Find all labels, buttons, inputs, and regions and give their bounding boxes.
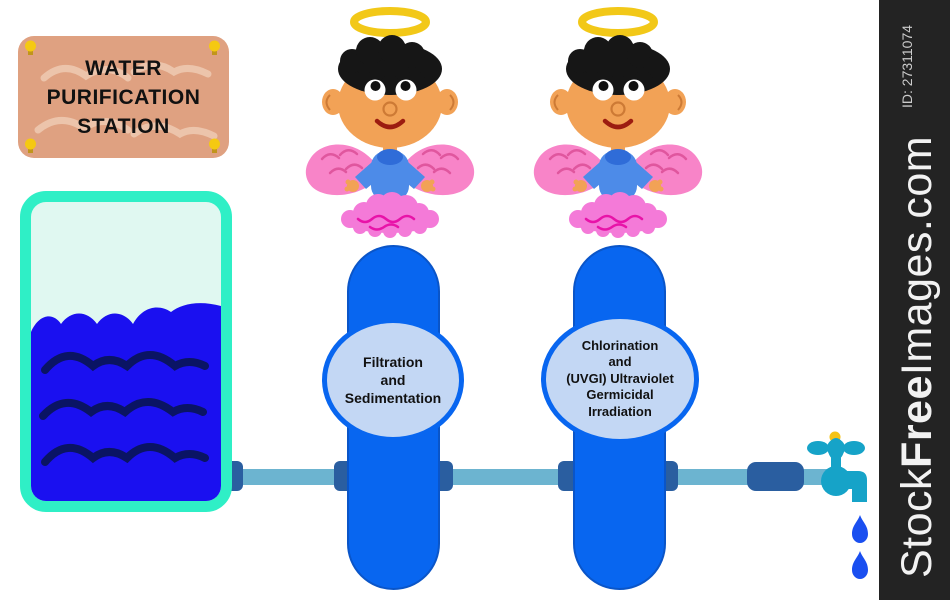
tank-water xyxy=(31,303,221,501)
sign-swirl-decoration xyxy=(25,40,220,153)
watermark-site-text: StockFreeImages.com xyxy=(893,136,942,578)
watermark-id: ID: 27311074 xyxy=(899,24,915,108)
watermark-site-suffix: Images.com xyxy=(893,135,941,376)
filter-label-2: Chlorination and (UVGI) Ultraviolet Germ… xyxy=(541,314,699,444)
pipe-coupling-faucet xyxy=(747,462,804,491)
screw-icon xyxy=(25,40,220,153)
purification-station-sign: WATER PURIFICATION STATION xyxy=(18,36,229,158)
supply-pipe xyxy=(230,469,830,485)
faucet-icon xyxy=(807,431,867,502)
watermark-site-bold: Free xyxy=(893,375,941,468)
water-drop-icon xyxy=(852,551,868,579)
wave-lines xyxy=(39,351,209,466)
watermark-bar xyxy=(879,0,950,600)
angel-figure xyxy=(300,5,480,239)
filter-label-1: Filtration and Sedimentation xyxy=(322,318,464,442)
water-drop-icon xyxy=(852,515,868,543)
watermark-site-prefix: Stock xyxy=(893,467,941,578)
sign-title: WATER PURIFICATION STATION xyxy=(46,56,201,138)
water-tank xyxy=(20,191,232,512)
angel-figure xyxy=(528,5,708,239)
